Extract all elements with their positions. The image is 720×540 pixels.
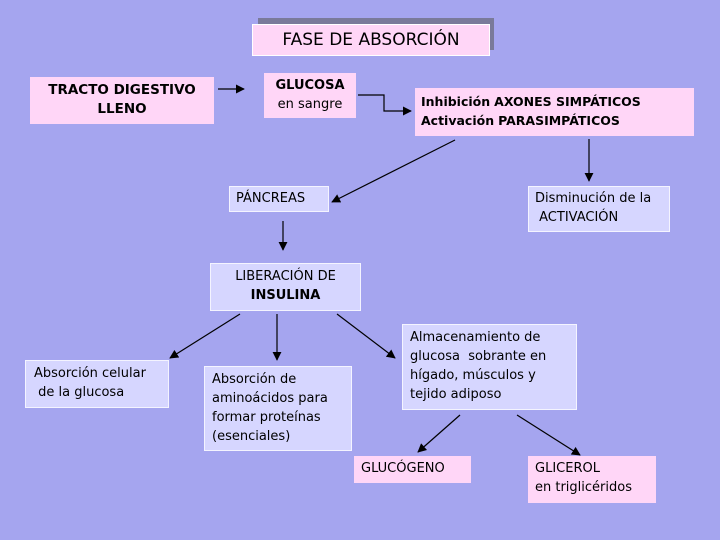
node-line: GLICEROL bbox=[535, 461, 600, 476]
node-line: (esenciales) bbox=[212, 429, 291, 444]
arrow-liberacion-absorcion-celular bbox=[169, 313, 241, 359]
node-line: LIBERACIÓN DE bbox=[235, 269, 336, 284]
node-glicerol: GLICEROL en triglicéridos bbox=[528, 456, 656, 503]
node-line: tejido adiposo bbox=[410, 387, 502, 402]
page-title: FASE DE ABSORCIÓN bbox=[252, 24, 490, 56]
node-absorcion-aminoacidos: Absorción de aminoácidos para formar pro… bbox=[204, 366, 352, 451]
node-almacenamiento: Almacenamiento de glucosa sobrante en hí… bbox=[402, 324, 577, 410]
node-line: Absorción celular bbox=[34, 366, 146, 381]
node-line: Inhibición bbox=[421, 94, 491, 109]
arrow-almacenamiento-glucogeno bbox=[417, 414, 461, 453]
node-line: formar proteínas bbox=[212, 410, 321, 425]
node-line: ACTIVACIÓN bbox=[535, 210, 619, 225]
node-glucogeno: GLUCÓGENO bbox=[354, 456, 471, 483]
node-line: AXONES SIMPÁTICOS bbox=[494, 94, 641, 109]
arrow-inhibicion-pancreas bbox=[331, 139, 456, 203]
arrow-almacenamiento-glicerol bbox=[516, 414, 581, 456]
node-line: de la glucosa bbox=[34, 385, 125, 400]
node-line: aminoácidos para bbox=[212, 391, 328, 406]
node-line: Disminución de la bbox=[535, 191, 652, 206]
node-line: GLUCOSA bbox=[275, 78, 345, 93]
node-line: PÁNCREAS bbox=[236, 191, 306, 206]
arrow-liberacion-almacenamiento bbox=[336, 313, 396, 359]
node-line: hígado, músculos y bbox=[410, 368, 536, 383]
node-pancreas: PÁNCREAS bbox=[229, 186, 329, 212]
node-line: glucosa sobrante en bbox=[410, 349, 547, 364]
node-liberacion-insulina: LIBERACIÓN DE INSULINA bbox=[210, 263, 361, 311]
arrow-glucosa-inhibicion bbox=[358, 94, 412, 116]
node-line: en sangre bbox=[277, 97, 343, 112]
node-line: TRACTO DIGESTIVO bbox=[48, 82, 196, 98]
node-glucosa: GLUCOSA en sangre bbox=[264, 73, 356, 118]
node-line: Activación bbox=[421, 113, 495, 128]
node-line: Absorción de bbox=[212, 372, 297, 387]
node-tracto-digestivo: TRACTO DIGESTIVO LLENO bbox=[30, 77, 214, 124]
node-absorcion-celular: Absorción celular de la glucosa bbox=[25, 360, 169, 408]
node-line: PARASIMPÁTICOS bbox=[498, 113, 620, 128]
node-line: LLENO bbox=[97, 101, 147, 117]
node-line: INSULINA bbox=[250, 288, 321, 303]
node-line: Almacenamiento de bbox=[410, 330, 541, 345]
node-inhibicion-activacion: Inhibición AXONES SIMPÁTICOS Activación … bbox=[415, 88, 694, 136]
node-line: en triglicéridos bbox=[535, 480, 632, 495]
node-disminucion: Disminución de la ACTIVACIÓN bbox=[528, 186, 670, 232]
node-line: GLUCÓGENO bbox=[361, 461, 445, 476]
